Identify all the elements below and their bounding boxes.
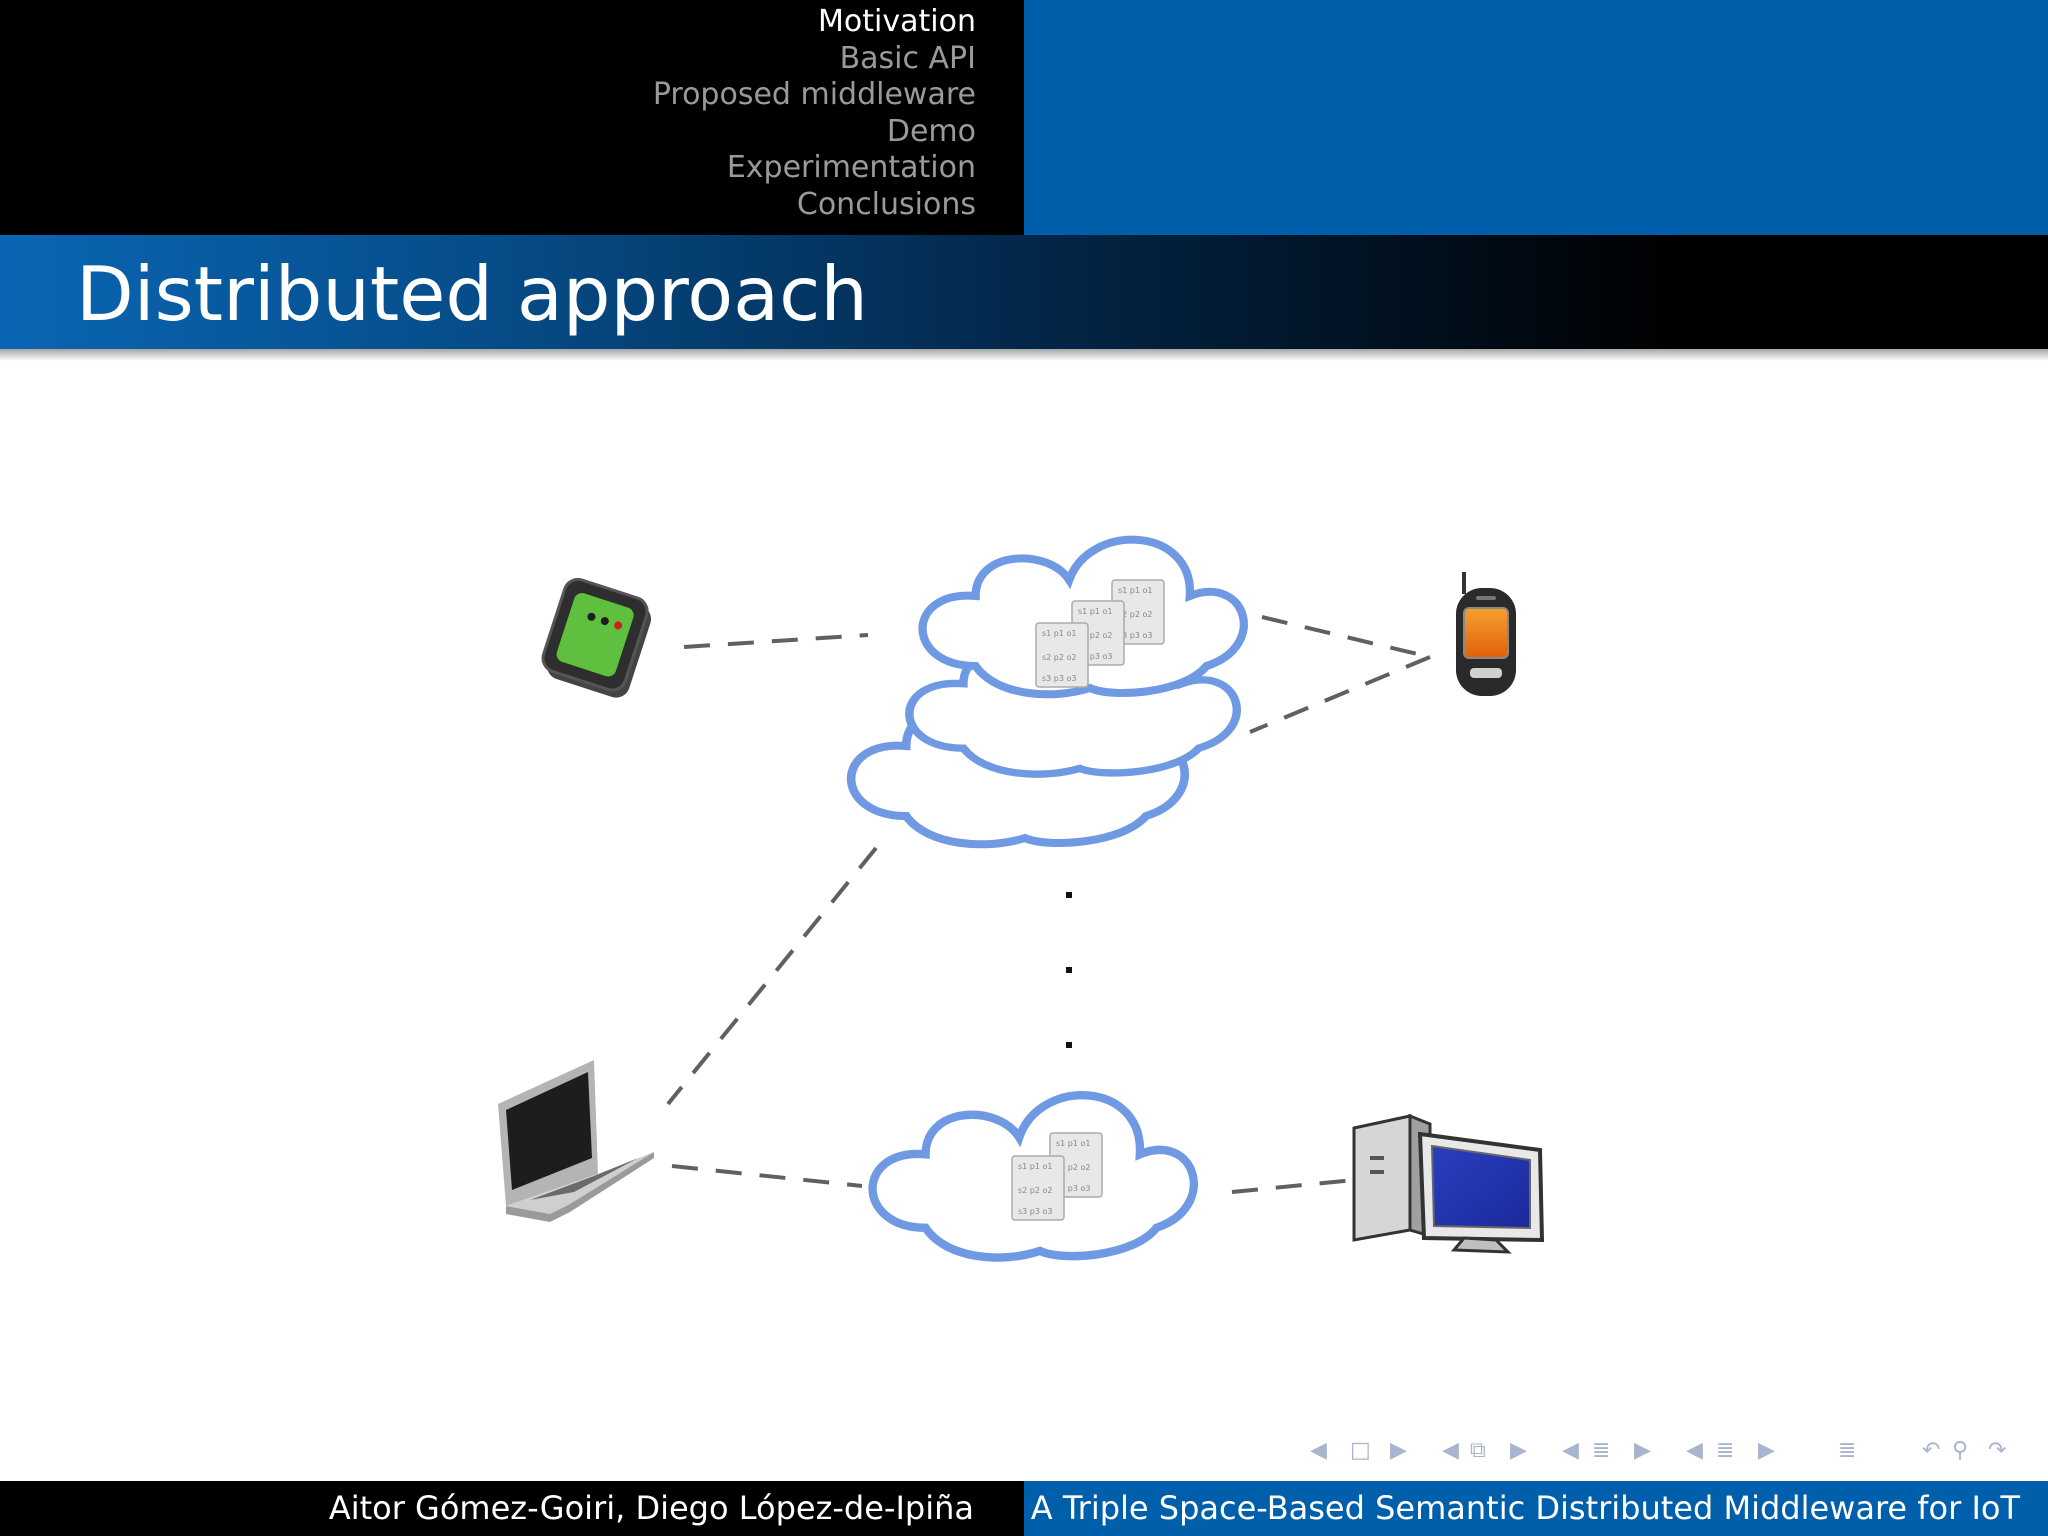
nav-item-motivation[interactable]: Motivation [818, 4, 976, 39]
nav-item-experimentation[interactable]: Experimentation [726, 150, 976, 185]
section-navigation-panel: Motivation Basic API Proposed middleware… [0, 0, 1024, 235]
svg-text:s3 p3 o3: s3 p3 o3 [1078, 652, 1113, 661]
nav-item-basic-api[interactable]: Basic API [839, 40, 976, 76]
subsection-prev-icon[interactable]: ◀ [1562, 1438, 1579, 1463]
svg-text:s1 p1 o1: s1 p1 o1 [1056, 1139, 1091, 1148]
frame-prev-icon[interactable]: ◀ [1442, 1438, 1459, 1463]
svg-text:s3 p3 o3: s3 p3 o3 [1042, 674, 1077, 683]
subsection-icon[interactable]: ≣ [1592, 1438, 1611, 1463]
section-prev-icon[interactable]: ◀ [1686, 1438, 1703, 1463]
nav-item-conclusions[interactable]: Conclusions [796, 186, 976, 222]
frame-title-bar: Distributed approach [0, 235, 2048, 349]
footer-authors-panel: Aitor Gómez-Goiri, Diego López-de-Ipiña [0, 1481, 1024, 1536]
link-sensor-to-top-space [683, 633, 869, 649]
link-laptop-to-bottom-space [671, 1164, 863, 1188]
beamer-navigation-symbols: ◀ □ ▶ ◀ ⧉ ▶ ◀ ≣ ▶ ◀ ≣ ▶ ≣ ↶ ⚲ ↷ [1310, 1436, 2030, 1466]
svg-text:s2 p2 o2: s2 p2 o2 [1042, 653, 1077, 662]
back-icon[interactable]: ↶ [1922, 1438, 1941, 1463]
slide-next-icon[interactable]: ▶ [1390, 1438, 1407, 1463]
link-phone-to-cloud-stack [1249, 655, 1431, 734]
triple-documents-top: s1 p1 o1 s2 p2 o2 s3 p3 o3 s1 p1 o1 s2 p… [1035, 579, 1165, 688]
slide-prev-icon[interactable]: ◀ [1310, 1438, 1327, 1463]
desktop-computer-icon [1352, 1113, 1545, 1254]
search-icon[interactable]: ⚲ [1952, 1438, 1969, 1463]
section-icon[interactable]: ≣ [1716, 1438, 1735, 1463]
link-cloud-stack-to-laptop [666, 846, 878, 1106]
svg-text:s1 p1 o1: s1 p1 o1 [1078, 607, 1113, 616]
svg-text:s3 p3 o3: s3 p3 o3 [1118, 631, 1153, 640]
document-icon[interactable]: ≣ [1838, 1438, 1857, 1463]
title-bar-shadow [0, 349, 2048, 361]
nav-item-demo[interactable]: Demo [886, 113, 976, 149]
header-blue-panel [1024, 0, 2048, 235]
svg-text:s1 p1 o1: s1 p1 o1 [1042, 629, 1077, 638]
footer-title-panel: A Triple Space-Based Semantic Distribute… [1024, 1481, 2048, 1536]
svg-text:s2 p2 o2: s2 p2 o2 [1078, 631, 1113, 640]
ellipsis-dots [1066, 892, 1072, 1048]
footer-authors: Aitor Gómez-Goiri, Diego López-de-Ipiña [328, 1489, 974, 1527]
sensor-device-icon [541, 577, 652, 698]
svg-text:s3 p3 o3: s3 p3 o3 [1018, 1207, 1053, 1216]
svg-text:s2 p2 o2: s2 p2 o2 [1018, 1186, 1053, 1195]
svg-text:s1 p1 o1: s1 p1 o1 [1118, 586, 1153, 595]
nav-item-proposed-middleware[interactable]: Proposed middleware [652, 77, 976, 112]
footer-presentation-title: A Triple Space-Based Semantic Distribute… [1030, 1489, 2020, 1527]
link-bottom-space-to-desktop [1231, 1178, 1355, 1194]
svg-text:s2 p2 o2: s2 p2 o2 [1056, 1163, 1091, 1172]
connection-lines [666, 615, 1431, 1194]
frame-next-icon[interactable]: ▶ [1510, 1438, 1527, 1463]
frame-icon[interactable]: ⧉ [1470, 1438, 1486, 1463]
triple-documents-bottom: s1 p1 o1 s2 p2 o2 s3 p3 o3 s1 p1 o1 s2 p… [1011, 1132, 1103, 1221]
forward-icon[interactable]: ↷ [1988, 1438, 2007, 1463]
section-list: Motivation Basic API Proposed middleware… [653, 4, 976, 223]
subsection-next-icon[interactable]: ▶ [1634, 1438, 1651, 1463]
laptop-icon [498, 1060, 654, 1222]
section-next-icon[interactable]: ▶ [1758, 1438, 1775, 1463]
link-top-space-to-phone-upper [1261, 615, 1431, 659]
slide-icon[interactable]: □ [1350, 1438, 1371, 1463]
triple-space-stack [851, 540, 1244, 845]
svg-text:s3 p3 o3: s3 p3 o3 [1056, 1184, 1091, 1193]
slide-title: Distributed approach [76, 250, 868, 338]
mobile-phone-icon [1456, 572, 1516, 696]
svg-text:s2 p2 o2: s2 p2 o2 [1118, 610, 1153, 619]
svg-text:s1 p1 o1: s1 p1 o1 [1018, 1162, 1053, 1171]
